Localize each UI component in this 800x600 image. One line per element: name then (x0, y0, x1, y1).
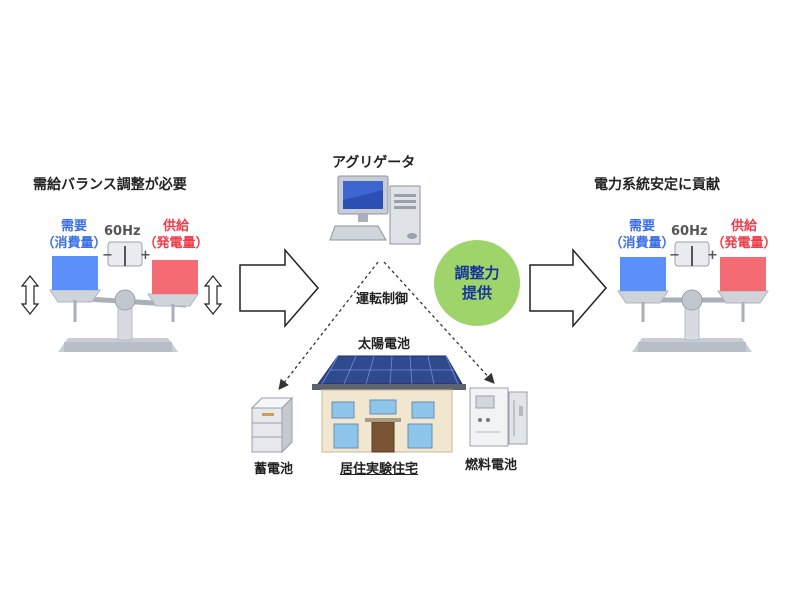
updown-arrow-left-icon (20, 275, 40, 315)
adjust-capacity-badge: 調整力 提供 (434, 240, 520, 326)
balance-scale-left (49, 241, 199, 352)
demand-label-right: 需要 （消費量） (609, 219, 675, 251)
plus-sign-right: + (707, 248, 718, 263)
minus-sign-left: − (102, 248, 113, 263)
supply-label-left: 供給 （発電量） (143, 219, 209, 251)
supply-box-left (152, 260, 198, 294)
adjust-line2: 提供 (461, 284, 492, 302)
fuelcell-label: 燃料電池 (465, 458, 518, 473)
balance-scale-right (617, 241, 769, 352)
supply-label-right: 供給 （発電量） (711, 219, 777, 251)
flow-arrow-right-icon (529, 247, 607, 329)
battery-label: 蓄電池 (254, 462, 294, 477)
demand-box-right (620, 257, 666, 291)
house-icon (312, 355, 466, 453)
supply-box-right (720, 257, 766, 291)
adjust-line1: 調整力 (454, 264, 500, 282)
hz-label-left: 60Hz (104, 224, 141, 239)
house-label: 居住実験住宅 (340, 462, 419, 477)
left-title: 需給バランス調整が必要 (33, 177, 187, 193)
aggregator-title: アグリゲータ (332, 155, 416, 171)
demand-box-left (52, 256, 98, 290)
solar-label: 太陽電池 (358, 337, 411, 352)
updown-arrow-right-icon (203, 275, 223, 315)
battery-icon (250, 396, 294, 454)
computer-icon (329, 175, 421, 245)
demand-label-left: 需要 （消費量） (41, 219, 107, 251)
plus-sign-left: + (140, 248, 151, 263)
hz-label-right: 60Hz (671, 224, 708, 239)
control-label: 運転制御 (356, 292, 409, 307)
right-title: 電力系統安定に貢献 (594, 177, 720, 193)
fuel-cell-icon (469, 387, 528, 447)
minus-sign-right: − (669, 248, 680, 263)
control-line-battery (278, 261, 379, 391)
flow-arrow-left-icon (239, 247, 319, 329)
